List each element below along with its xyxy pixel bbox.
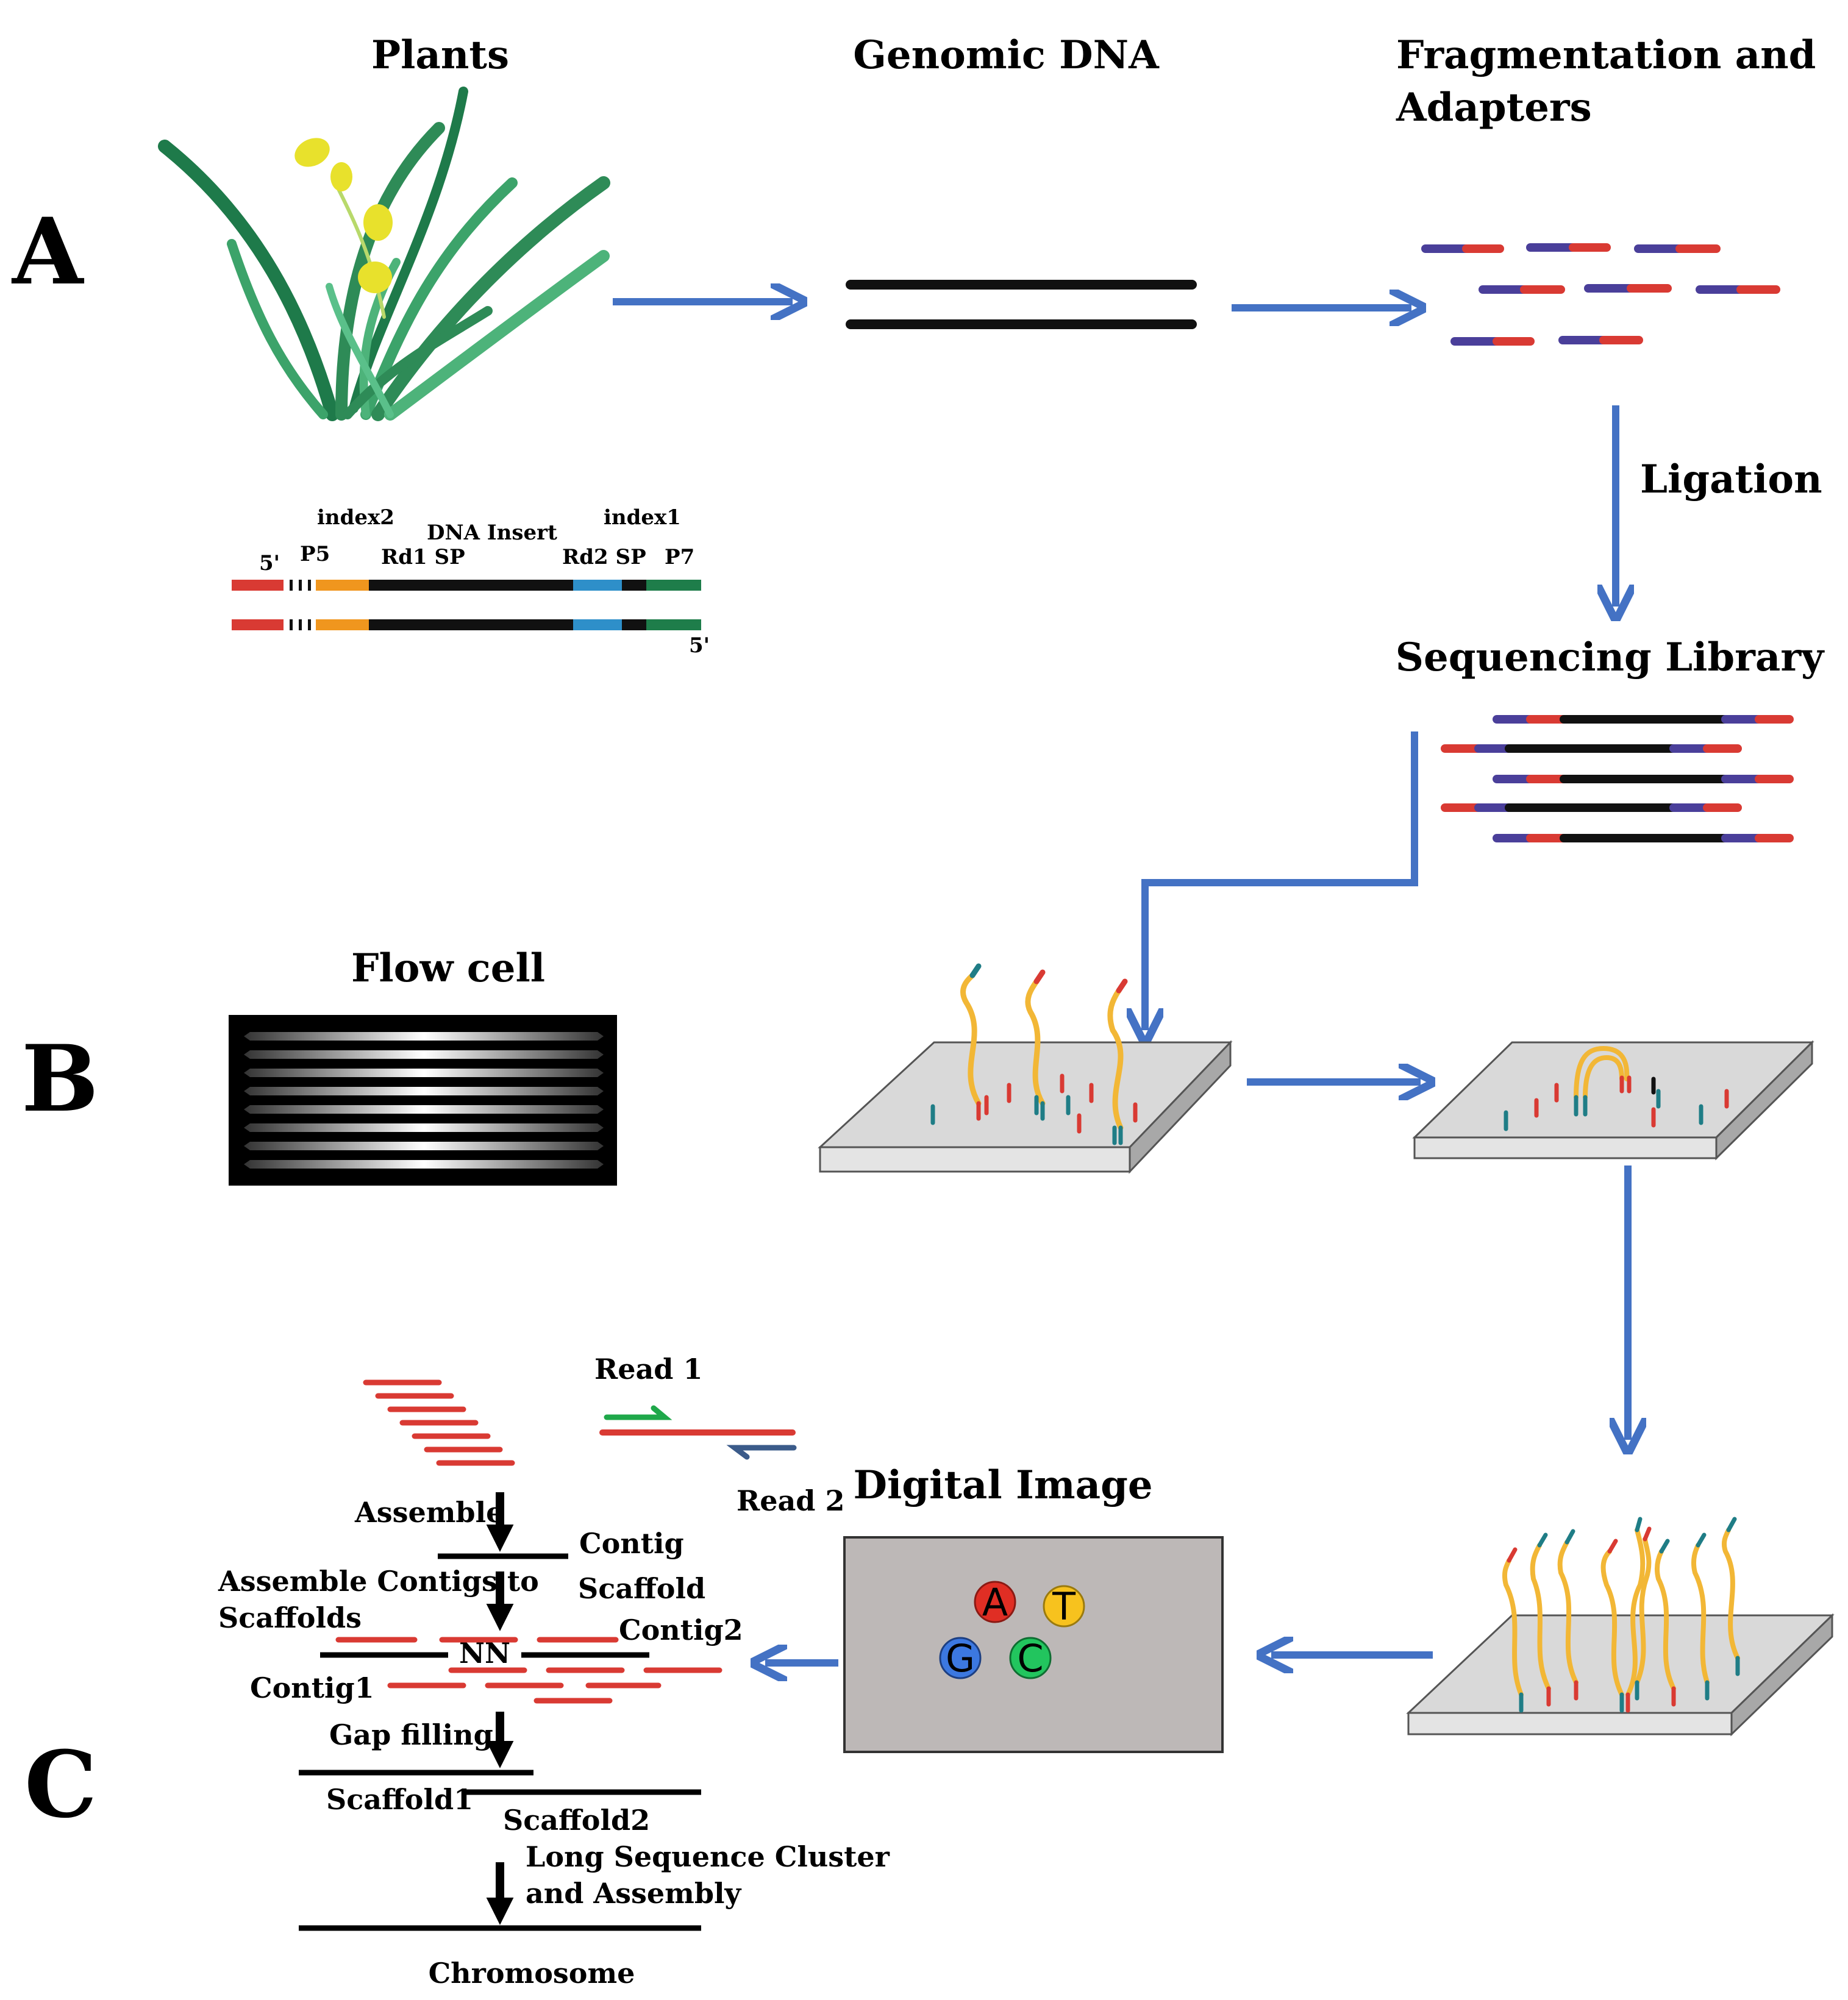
index1-label: index1 [604, 505, 681, 530]
slide-binding [818, 963, 1233, 1174]
gap-filling-label: Gap filling [329, 1718, 493, 1751]
base-g-label: G [946, 1636, 975, 1681]
dna-fragments [1421, 243, 1780, 346]
flow-cell [229, 1015, 617, 1186]
genomic-dna-label: Genomic DNA [853, 32, 1160, 78]
assemble-contigs-label-line1: Assemble Contigs to [218, 1565, 539, 1598]
long-cluster-label-line1: Long Sequence Cluster [526, 1840, 890, 1873]
fragmentation-label-line2: Adapters [1396, 85, 1592, 130]
contig1-label: Contig1 [250, 1671, 374, 1704]
fragmentation-label-line1: Fragmentation and [1396, 32, 1816, 78]
contig-label: Contig [579, 1527, 684, 1560]
assembly-pipeline: Assemble Contig Assemble Contigs to Scaf… [218, 1492, 890, 1990]
assemble-contigs-label-line2: Scaffolds [218, 1601, 362, 1634]
digital-image-label: Digital Image [853, 1462, 1152, 1508]
base-g-dot [939, 1637, 982, 1679]
long-cluster-label-line2: and Assembly [526, 1877, 741, 1910]
assemble-label: Assemble [354, 1496, 504, 1529]
p7-label: P7 [665, 545, 694, 569]
panel-label-c: C [24, 1731, 97, 1838]
base-a-label: A [982, 1580, 1008, 1625]
genomic-dna-strands [846, 280, 1197, 329]
five-prime-top: 5' [259, 551, 280, 575]
p5-label: P5 [300, 542, 330, 566]
base-c-dot [1009, 1637, 1052, 1679]
arrow-library-to-slide [1145, 731, 1418, 1030]
plant-illustration [158, 87, 610, 421]
base-c-label: C [1017, 1636, 1043, 1681]
read1-label: Read 1 [594, 1353, 703, 1386]
rd1-sp-label: Rd1 SP [381, 545, 465, 569]
slide-bridge [1412, 1040, 1814, 1161]
adapter-construct: 5' P5 index2 Rd1 SP DNA Insert index1 Rd… [232, 505, 710, 658]
base-t-dot [1043, 1585, 1085, 1628]
scaffold2-label: Scaffold2 [503, 1804, 650, 1837]
base-a-dot [974, 1581, 1016, 1623]
ligation-label: Ligation [1640, 457, 1822, 502]
index2-label: index2 [317, 505, 394, 530]
contig2-label: Contig2 [619, 1614, 743, 1646]
nn-label: NN [459, 1637, 510, 1670]
chromosome-label: Chromosome [429, 1957, 635, 1990]
panel-label-a: A [11, 198, 85, 305]
scaffold-label: Scaffold [578, 1572, 705, 1605]
slide-clusters [1406, 1517, 1835, 1737]
five-prime-bottom: 5' [689, 633, 710, 658]
read2-label: Read 2 [737, 1484, 845, 1517]
scaffold1-label: Scaffold1 [326, 1783, 473, 1816]
flow-cell-label: Flow cell [351, 945, 545, 991]
sequencing-library-strands [1441, 715, 1794, 842]
panel-label-b: B [21, 1025, 99, 1133]
base-t-label: T [1052, 1584, 1076, 1629]
digital-image-panel: A T G C [843, 1536, 1224, 1753]
rd2-sp-label: Rd2 SP [562, 545, 646, 569]
staggered-reads [363, 1379, 515, 1466]
plants-label: Plants [371, 32, 509, 78]
dna-insert-label: DNA Insert [427, 521, 557, 545]
sequencing-library-label: Sequencing Library [1396, 635, 1825, 680]
paired-end-reads [599, 1405, 797, 1460]
